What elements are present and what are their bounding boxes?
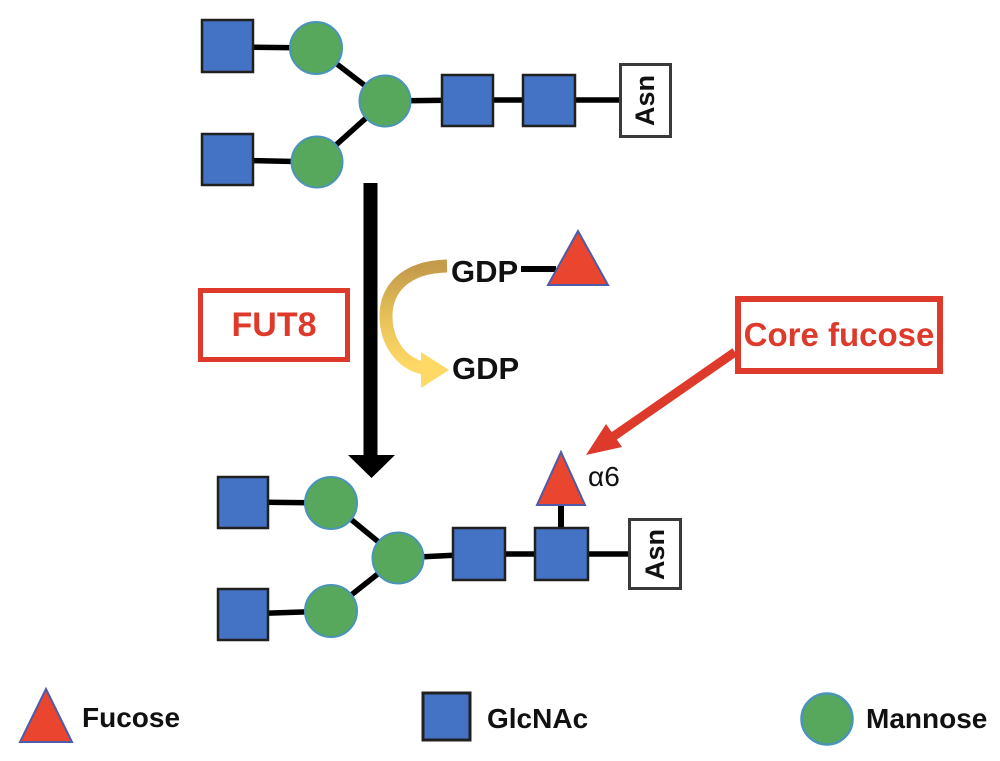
reaction-arrow-head [348,455,395,478]
asn-label: Asn [639,528,670,580]
mannose-circle [289,21,343,75]
glcnac-square [451,526,507,582]
core-fucose-pointer-arrow [586,348,738,455]
core-fucose-pointer-shaft [611,348,738,440]
core-fucose-triangle [535,449,587,506]
glcnac-square [216,475,270,530]
product-residues [216,449,590,642]
asn-box-substrate: Asn [619,63,672,138]
gdp-released-label: GDP [452,351,520,386]
mannose-circle [371,531,425,585]
legend-symbols [18,686,854,746]
legend-label-mannose: Mannose [866,703,988,734]
legend-mannose-circle [800,692,854,746]
reaction-arrow [348,183,395,478]
legend-label-glcnac: GlcNAc [487,703,589,734]
mannose-circle [304,476,358,530]
fucose-triangle [546,228,610,286]
glcnac-square [216,587,270,642]
core-fucose-pointer-head [586,424,622,455]
legend-label-fucose: Fucose [82,702,181,733]
glcnac-square [200,18,255,74]
enzyme-label-box: FUT8 [198,288,350,362]
mannose-circle [358,74,412,128]
asn-label: Asn [630,74,661,127]
mannose-circle [290,135,344,189]
reaction-arrow-shaft [363,183,378,456]
alpha6-linkage-label: α6 [588,461,620,492]
gdp-release-arrow-curve [379,259,448,375]
glcnac-square [200,132,255,187]
glcnac-square [440,73,495,128]
core-fucose-annotation: Core fucose [743,316,935,353]
legend-fucose-triangle [18,686,74,743]
gdp-fucose-donor [521,228,610,286]
glcnac-square [533,526,590,582]
gdp-donor-label: GDP [451,254,519,289]
enzyme-label: FUT8 [231,305,317,344]
substrate-residues [200,18,577,189]
substrate-glycan [227,44,640,165]
glcnac-square [521,73,577,128]
core-fucose-annotation-box: Core fucose [735,296,943,374]
gdp-release-arrow [379,259,449,388]
gdp-release-arrow-head [421,352,449,388]
asn-box-product: Asn [628,518,682,590]
legend-glcnac-square [421,691,472,742]
mannose-circle [304,584,358,638]
